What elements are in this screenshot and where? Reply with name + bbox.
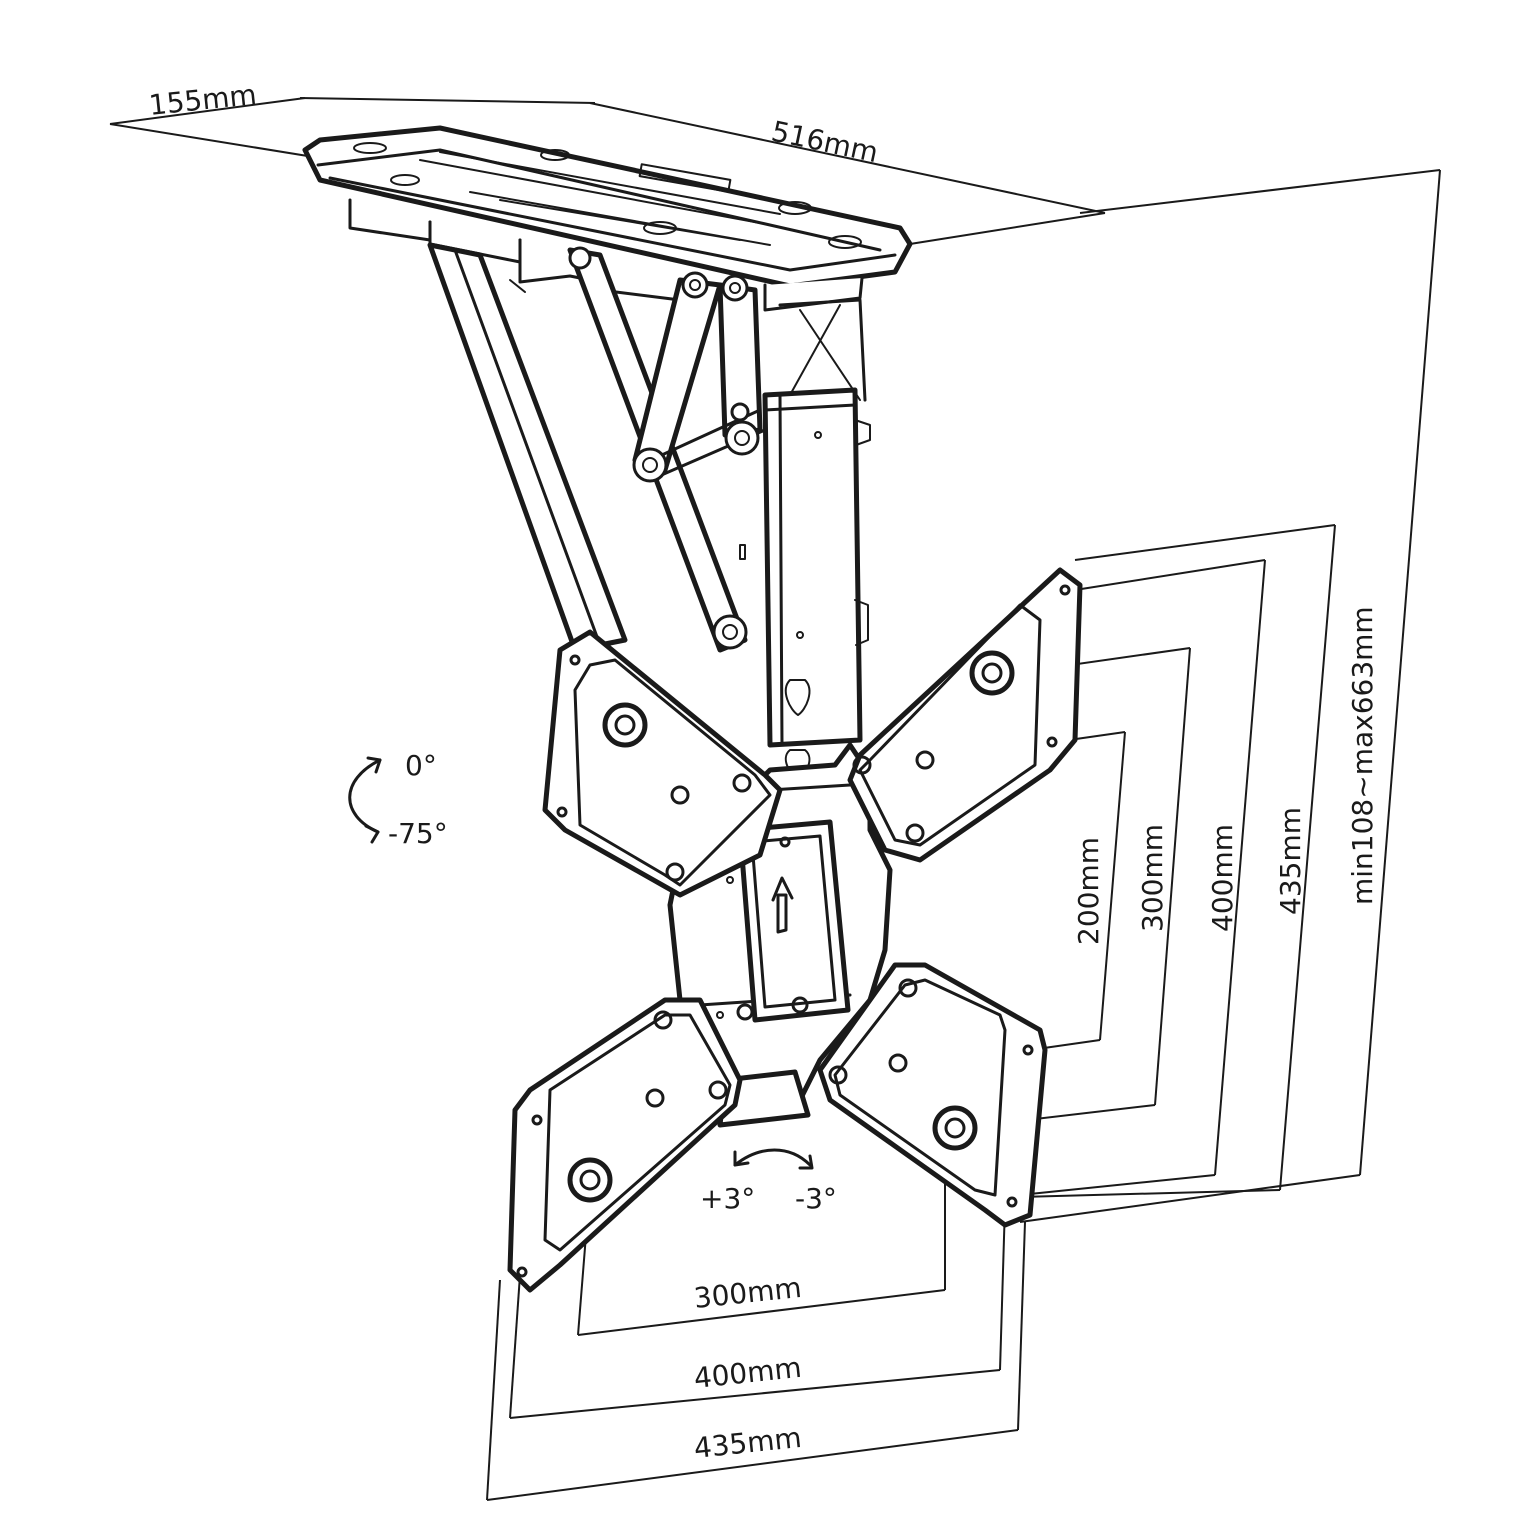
vesa-plate [507, 567, 1083, 1293]
dim-vertical-400-label: 400mm [1206, 824, 1239, 932]
dim-horizontal-400-label: 400mm [692, 1351, 803, 1395]
dim-horizontal-435-label: 435mm [692, 1421, 803, 1465]
dim-vertical-435-label: 435mm [1274, 807, 1307, 915]
tilt-indicator [348, 756, 382, 844]
dim-height-range-label: min108~max663mm [1346, 606, 1379, 905]
dim-depth-label: 155mm [147, 78, 258, 122]
swivel-left-label: +3° [700, 1182, 755, 1215]
ceiling-plate [302, 125, 913, 312]
swivel-indicator [733, 1148, 814, 1170]
tilt-top-label: 0° [405, 749, 437, 782]
swivel-right-label: -3° [795, 1182, 837, 1215]
dim-width-label: 516mm [769, 115, 882, 170]
dim-vertical-200-label: 200mm [1072, 837, 1105, 945]
dim-horizontal-300-label: 300mm [692, 1271, 803, 1315]
pivot-arm [427, 242, 871, 779]
dimension-lines [109, 97, 1441, 1501]
dim-vertical-300-label: 300mm [1136, 824, 1169, 932]
tilt-bottom-label: -75° [388, 817, 448, 850]
